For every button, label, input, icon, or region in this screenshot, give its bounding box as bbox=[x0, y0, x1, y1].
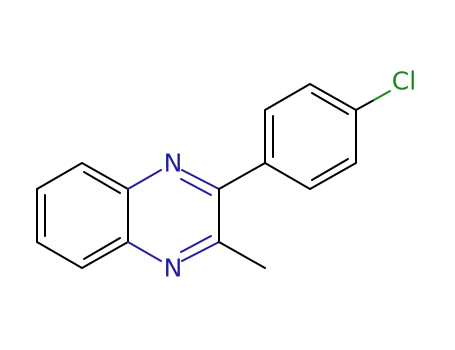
bond bbox=[264, 83, 311, 111]
pyrazine-ring bbox=[127, 169, 220, 262]
aryl-link-bond bbox=[218, 162, 266, 190]
bond bbox=[81, 241, 129, 269]
nitrogen-top-label: N bbox=[164, 149, 183, 178]
bond bbox=[181, 241, 220, 262]
bond bbox=[36, 241, 83, 269]
double-bond-inner bbox=[311, 92, 349, 115]
double-bond-inner bbox=[83, 171, 121, 194]
double-bond-inner bbox=[83, 237, 121, 260]
bond bbox=[127, 169, 162, 190]
c-cl-bond-cl-half bbox=[373, 90, 391, 101]
chlorophenyl-ring bbox=[264, 83, 357, 190]
c-cl-bond bbox=[355, 99, 375, 111]
methyl-bond bbox=[218, 241, 266, 269]
bond bbox=[309, 83, 357, 111]
nitrogen-bottom-label: N bbox=[164, 254, 183, 283]
double-bond-inner bbox=[180, 235, 212, 253]
double-bond-inner bbox=[311, 158, 349, 181]
bond bbox=[36, 162, 83, 190]
bond bbox=[264, 162, 311, 190]
benzo-ring bbox=[36, 162, 129, 269]
bond bbox=[309, 162, 357, 190]
bond bbox=[81, 162, 129, 190]
bond bbox=[127, 241, 162, 262]
bond bbox=[181, 169, 220, 190]
chlorine-label: Cl bbox=[392, 67, 416, 96]
double-bond-inner bbox=[180, 178, 212, 196]
